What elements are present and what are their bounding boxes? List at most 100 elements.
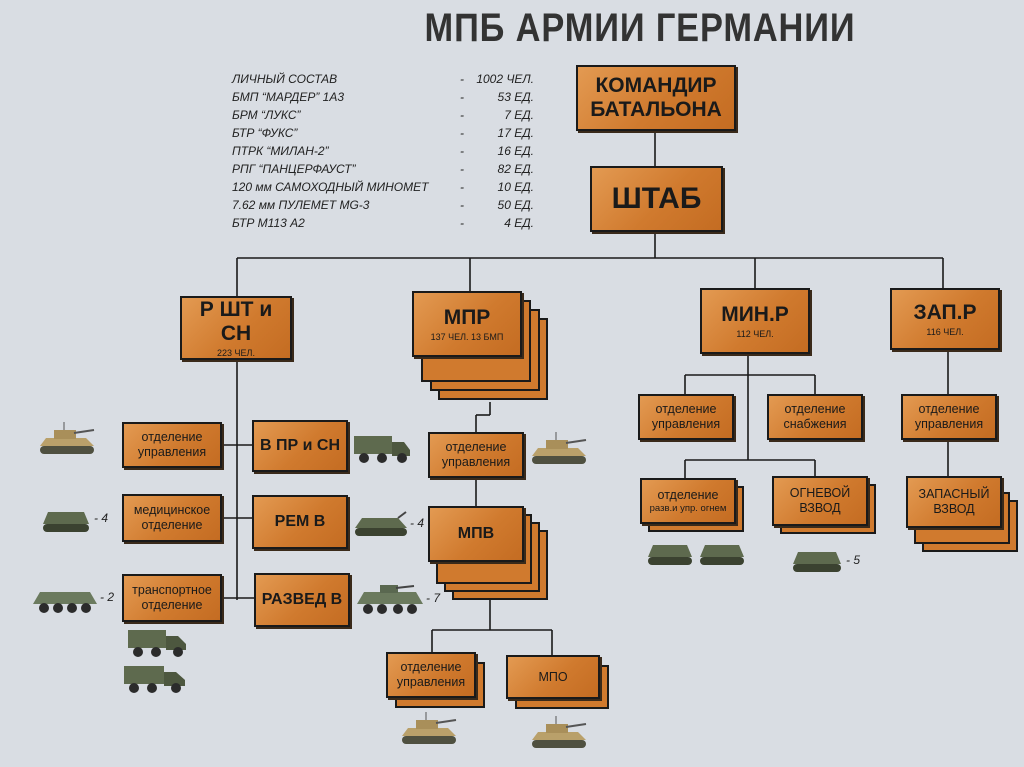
razved-v-box: РАЗВЕД В	[254, 573, 350, 627]
zapasny-line2: ВЗВОД	[933, 502, 975, 516]
count-rem: - 4	[410, 516, 425, 530]
recovery-vehicle-icon	[355, 511, 407, 536]
mpv-box: МПВ	[428, 506, 524, 562]
apc-tracked-icon	[43, 512, 89, 532]
stat-value: 50 ЕД.	[497, 198, 534, 212]
transp-otd-line1: транспортное	[132, 583, 212, 597]
zap-r-box: ЗАП.Р 116 ЧЕЛ.	[890, 288, 1000, 350]
otd-upr-min-line2: управления	[651, 417, 721, 431]
rem-v-box: РЕМ В	[252, 495, 348, 549]
otd-razv-line2: разв.и упр. огнем	[649, 502, 727, 514]
stat-dash: -	[460, 216, 464, 230]
zap-r-sub: 116 ЧЕЛ.	[926, 327, 964, 337]
med-otd-box: медицинское отделение	[122, 494, 222, 542]
stat-name: БТР М113 А2	[232, 216, 305, 230]
transp-otd-box: транспортное отделение	[122, 574, 222, 622]
stat-dash: -	[460, 90, 464, 104]
stat-name: БМП “МАРДЕР” 1А3	[232, 90, 345, 104]
med-otd-line1: медицинское	[133, 503, 211, 517]
otd-upr-mpv-line1: отделение	[400, 660, 462, 674]
equipment-stats: ЛИЧНЫЙ СОСТАВ-1002 ЧЕЛ.БМП “МАРДЕР” 1А3-…	[232, 70, 552, 232]
count-ognevoy: - 5	[846, 553, 861, 567]
ognevoy-line1: ОГНЕВОЙ	[789, 486, 851, 500]
otd-upr-zap-line2: управления	[914, 417, 984, 431]
razved-v-label: РАЗВЕД В	[261, 591, 343, 608]
stat-row: 7.62 мм ПУЛЕМЕТ MG-3-50 ЕД.	[232, 196, 552, 214]
ognevoy-box: ОГНЕВОЙ ВЗВОД	[772, 476, 868, 526]
stat-row: БРМ “ЛУКС”-7 ЕД.	[232, 106, 552, 124]
truck-icon	[354, 436, 410, 463]
min-r-sub: 112 ЧЕЛ.	[736, 329, 774, 339]
count-transp: - 2	[100, 590, 115, 604]
otd-upr-mpr-line1: отделение	[445, 440, 507, 454]
wheeled-apc-icon	[33, 592, 97, 613]
otd-upr-1-line1: отделение	[141, 430, 203, 444]
stat-row: ПТРК “МИЛАН-2”-16 ЕД.	[232, 142, 552, 160]
stat-dash: -	[460, 72, 464, 86]
mpr-box: МПР 137 ЧЕЛ. 13 БМП	[412, 291, 522, 357]
spg-vehicle-icon	[40, 422, 95, 454]
stat-dash: -	[460, 180, 464, 194]
stat-row: РПГ “ПАНЦЕРФАУСТ”-82 ЕД.	[232, 160, 552, 178]
truck-icon	[128, 630, 186, 657]
otd-upr-mpv-box: отделение управления	[386, 652, 476, 698]
spg-vehicle-icon	[532, 432, 587, 464]
stat-value: 4 ЕД.	[504, 216, 534, 230]
stat-value: 1002 ЧЕЛ.	[476, 72, 534, 86]
otd-upr-mpv-line2: управления	[396, 675, 466, 689]
otd-upr-mpr-line2: управления	[441, 455, 511, 469]
v-pr-label: В ПР и СН	[259, 437, 340, 454]
mpr-sub: 137 ЧЕЛ. 13 БМП	[430, 332, 504, 342]
stat-name: БРМ “ЛУКС”	[232, 108, 301, 122]
commander-line1: КОМАНДИР	[595, 74, 717, 97]
stat-row: БТР “ФУКС”-17 ЕД.	[232, 124, 552, 142]
mpo-box: МПО	[506, 655, 600, 699]
spg-vehicle-icon	[532, 716, 587, 748]
stat-value: 82 ЕД.	[497, 162, 534, 176]
otd-razv-box: отделение разв.и упр. огнем	[640, 478, 736, 524]
commander-box: КОМАНДИР БАТАЛЬОНА	[576, 65, 736, 131]
stat-dash: -	[460, 126, 464, 140]
otd-upr-min-box: отделение управления	[638, 394, 734, 440]
hq-box: ШТАБ	[590, 166, 723, 232]
chart-title: МПБ АРМИИ ГЕРМАНИИ	[424, 6, 856, 50]
v-pr-box: В ПР и СН	[252, 420, 348, 472]
otd-upr-1-line2: управления	[137, 445, 207, 459]
mortar-carrier-icon	[700, 545, 744, 565]
count-razved: - 7	[426, 591, 441, 605]
zapasny-box: ЗАПАСНЫЙ ВЗВОД	[906, 476, 1002, 528]
stat-row: БТР М113 А2 - 4 ЕД.	[232, 214, 552, 232]
mortar-carrier-icon	[648, 545, 692, 565]
mpr-name: МПР	[443, 306, 491, 329]
r-sht-box: Р ШТ и СН 223 ЧЕЛ.	[180, 296, 292, 360]
stat-value: 7 ЕД.	[504, 108, 534, 122]
r-sht-name: Р ШТ и СН	[199, 298, 273, 345]
otd-upr-1-box: отделение управления	[122, 422, 222, 468]
stat-row: 120 мм САМОХОДНЫЙ МИНОМЕТ - 10 ЕД.	[232, 178, 552, 196]
zapasny-line1: ЗАПАСНЫЙ	[918, 487, 990, 501]
recon-vehicle-icon	[357, 585, 423, 614]
otd-razv-line1: отделение	[657, 487, 719, 502]
otd-upr-min-line1: отделение	[655, 402, 717, 416]
stat-row: БМП “МАРДЕР” 1А3-53 ЕД.	[232, 88, 552, 106]
stat-name: 7.62 мм ПУЛЕМЕТ MG-3	[232, 198, 370, 212]
otd-upr-zap-line1: отделение	[918, 402, 980, 416]
truck-icon	[124, 666, 185, 693]
stat-value: 16 ЕД.	[497, 144, 534, 158]
stat-name: ЛИЧНЫЙ СОСТАВ	[232, 72, 338, 86]
stat-value: 17 ЕД.	[497, 126, 534, 140]
rem-v-label: РЕМ В	[274, 513, 326, 530]
stat-name: 120 мм САМОХОДНЫЙ МИНОМЕТ	[232, 180, 429, 194]
otd-upr-zap-box: отделение управления	[901, 394, 997, 440]
spg-vehicle-icon	[402, 712, 457, 744]
min-r-name: МИН.Р	[721, 303, 789, 326]
otd-snab-line1: отделение	[784, 402, 846, 416]
mpo-label: МПО	[538, 669, 568, 684]
otd-snab-box: отделение снабжения	[767, 394, 863, 440]
stat-value: 10 ЕД.	[497, 180, 534, 194]
stat-row: ЛИЧНЫЙ СОСТАВ -1002 ЧЕЛ.	[232, 70, 552, 88]
hq-label: ШТАБ	[611, 182, 702, 215]
mortar-carrier-icon	[793, 552, 841, 572]
stat-name: ПТРК “МИЛАН-2”	[232, 144, 329, 158]
